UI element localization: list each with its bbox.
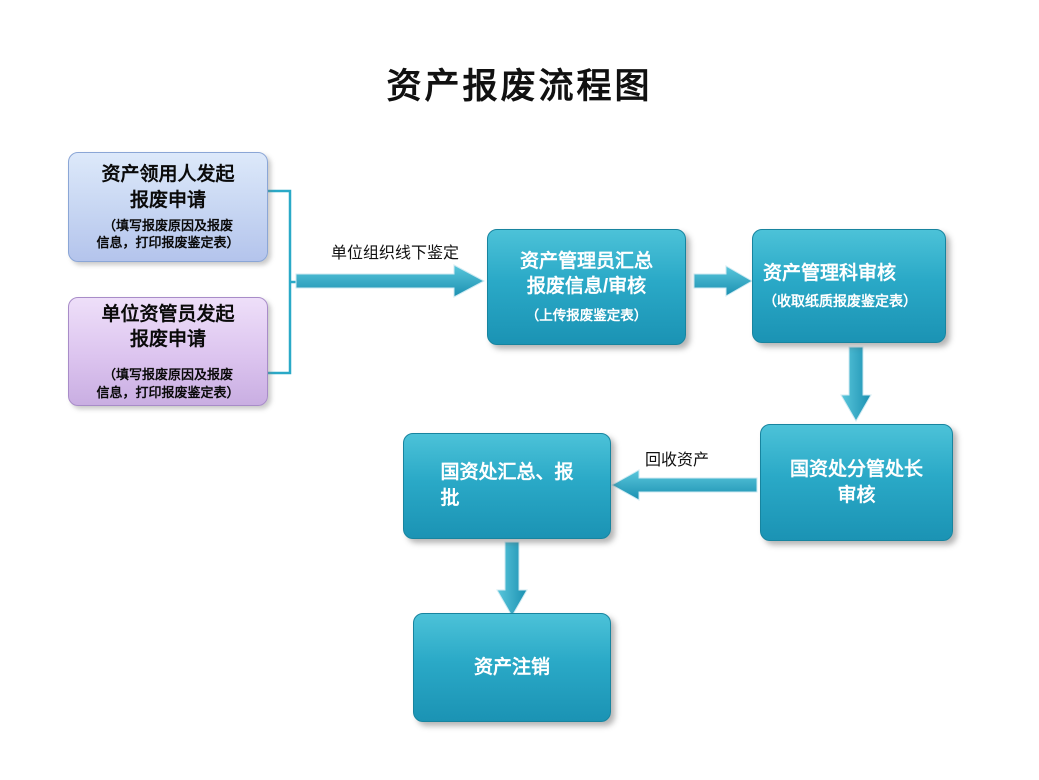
arrow-to-asset-dept xyxy=(693,265,754,297)
node-subtitle: （填写报废原因及报废 信息，打印报废鉴定表） xyxy=(96,367,240,400)
edge-label-recycle-asset: 回收资产 xyxy=(644,452,709,469)
node-title: 资产注销 xyxy=(473,656,550,678)
node-asset-user-request: 资产领用人发起 报废申请 （填写报废原因及报废 信息，打印报废鉴定表） xyxy=(68,152,268,262)
node-title: 资产领用人发起 报废申请 xyxy=(101,164,235,211)
node-subtitle: （收取纸质报废鉴定表） xyxy=(763,292,917,309)
arrow-to-asset-admin xyxy=(295,264,486,298)
page-title: 资产报废流程图 xyxy=(386,67,653,106)
node-subtitle: （上传报废鉴定表） xyxy=(525,308,648,324)
node-title: 国资处汇总、报 批 xyxy=(440,462,574,509)
node-title: 资产管理科审核 xyxy=(763,263,897,285)
node-unit-manager-request: 单位资管员发起 报废申请 （填写报废原因及报废 信息，打印报废鉴定表） xyxy=(68,297,268,406)
node-subtitle: （填写报废原因及报废 信息，打印报废鉴定表） xyxy=(96,217,240,251)
arrow-to-director xyxy=(840,346,872,423)
arrow-to-summary xyxy=(610,469,758,501)
arrow-to-cancel xyxy=(496,541,528,618)
merge-bracket-connector xyxy=(268,189,297,375)
node-asset-admin-review: 资产管理员汇总 报废信息/审核 （上传报废鉴定表） xyxy=(487,229,686,345)
node-title: 单位资管员发起 报废申请 xyxy=(101,303,235,351)
node-asset-dept-review: 资产管理科审核 （收取纸质报废鉴定表） xyxy=(752,229,946,343)
node-asset-cancellation: 资产注销 xyxy=(413,613,611,722)
node-state-office-summary: 国资处汇总、报 批 xyxy=(403,433,611,539)
node-title: 国资处分管处长 审核 xyxy=(789,458,923,506)
node-title: 资产管理员汇总 报废信息/审核 xyxy=(519,250,653,298)
node-director-review: 国资处分管处长 审核 xyxy=(760,424,953,541)
edge-label-offline-appraisal: 单位组织线下鉴定 xyxy=(330,245,459,262)
